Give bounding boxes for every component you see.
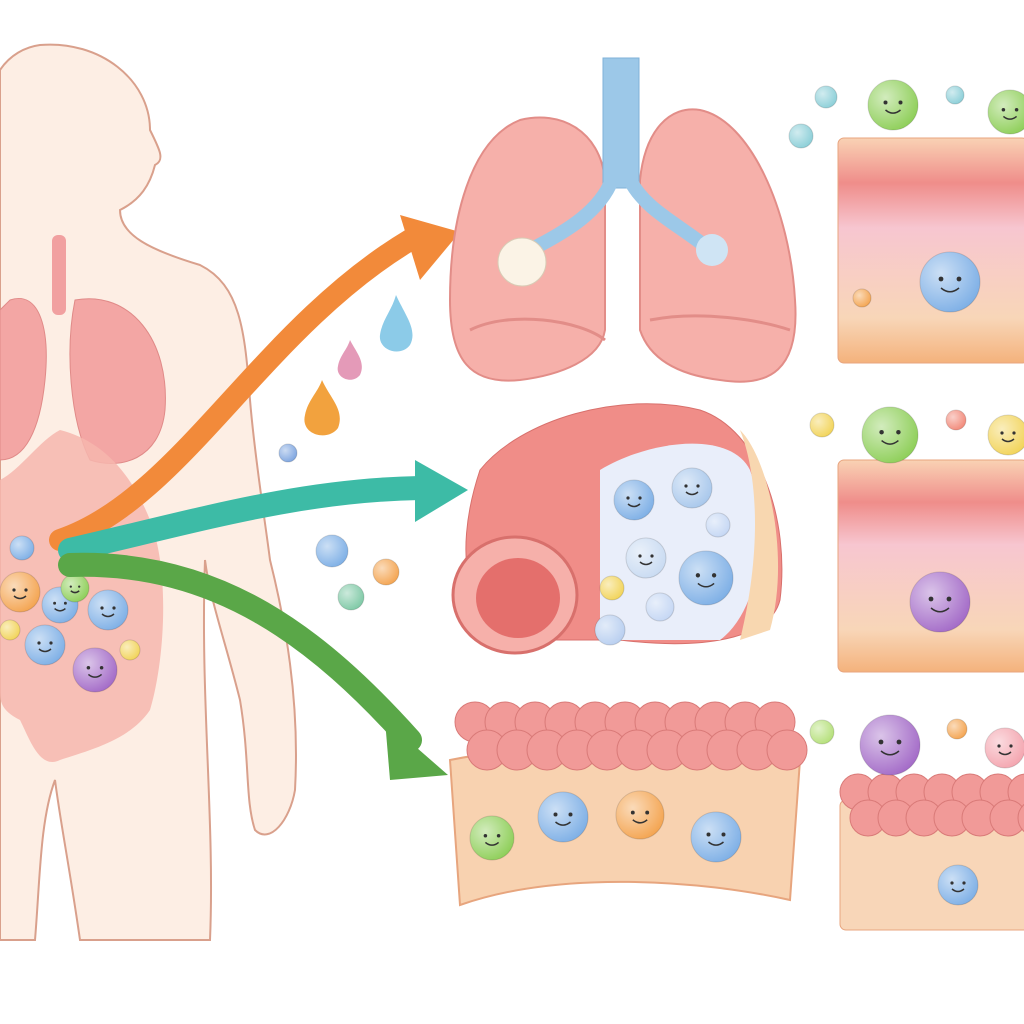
microbe-icon [599,575,625,601]
microbe-icon [469,815,515,861]
microbe-icon [984,727,1024,769]
microbe-icon [337,583,365,611]
microbe-icon [537,791,589,843]
microbe-icon [671,467,713,509]
microbe-icon [946,718,968,740]
microbe-icon [814,85,838,109]
tissue-panel-lung [837,137,1024,364]
microbe-icon [645,592,675,622]
gut-microbe-cluster [0,535,141,693]
arrow-to-intestine [58,552,448,780]
microbe-icon [615,790,665,840]
tissue-panel-intestine [839,773,1024,931]
microbe-icon [594,614,626,646]
microbes [278,79,1024,906]
microbe-icon [0,619,21,641]
microbe-icon [809,719,835,745]
intestinal-tissue-block [448,701,808,907]
microbe-icon [119,639,141,661]
microbe-icon [315,534,349,568]
arrow-to-lungs [49,215,460,551]
microbe-icon [625,537,667,579]
microbe-icon [690,811,742,863]
microbe-icon [60,573,90,603]
tissue-panel-blood [837,459,1024,673]
microbe-icon [945,85,965,105]
microbe-icon [788,123,814,149]
microbe-icon [859,714,921,776]
microbe-icon [24,624,66,666]
trachea [526,57,715,257]
tissue-villi [839,773,1024,837]
microbe-icon [919,251,981,313]
microbe-icon [809,412,835,438]
microbe-icon [945,409,967,431]
arrow-to-blood-vessel [58,460,468,562]
microbe-icon [72,647,118,693]
body-lungs [0,235,166,464]
microbe-icon [705,512,731,538]
microbe-icon [861,406,919,464]
microbe-icon [9,535,35,561]
microbe-icon [372,558,400,586]
microbe-icon [987,414,1024,456]
microbe-icon [613,479,655,521]
microbe-icon [867,79,919,131]
microbe-icon [678,550,734,606]
lungs-organ [448,57,797,383]
microbe-icon [87,589,129,631]
microbe-icon [0,571,41,613]
microbe-icon [937,864,979,906]
intestinal-villi [454,701,808,771]
droplets [304,295,413,436]
microbe-icon [987,89,1024,135]
blood-vessel [451,403,783,655]
microbe-icon [852,288,872,308]
microbe-icon [909,571,971,633]
microbe-icon [278,443,298,463]
